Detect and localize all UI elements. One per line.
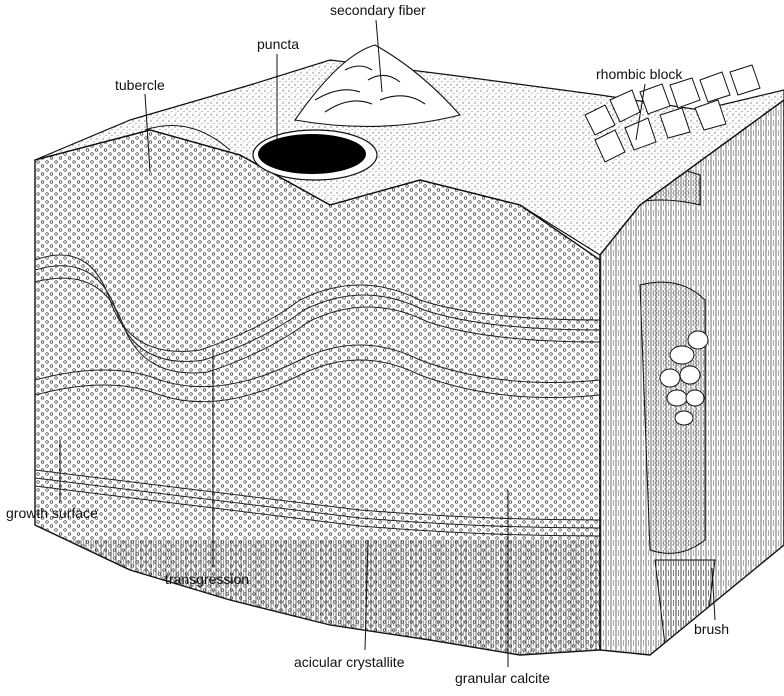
- label-rhombic-block: rhombic block: [596, 66, 682, 82]
- label-growth-surface: growth surface: [6, 505, 98, 521]
- label-brush: brush: [694, 621, 729, 637]
- label-secondary-fiber: secondary fiber: [330, 2, 426, 18]
- label-acicular-crystallite: acicular crystallite: [294, 654, 404, 670]
- front-face: [30, 130, 610, 660]
- label-puncta: puncta: [257, 36, 299, 52]
- label-tubercle: tubercle: [115, 77, 165, 93]
- label-granular-calcite: granular calcite: [455, 670, 550, 686]
- puncta-pore: [253, 130, 377, 180]
- label-transgression: transgression: [165, 571, 249, 587]
